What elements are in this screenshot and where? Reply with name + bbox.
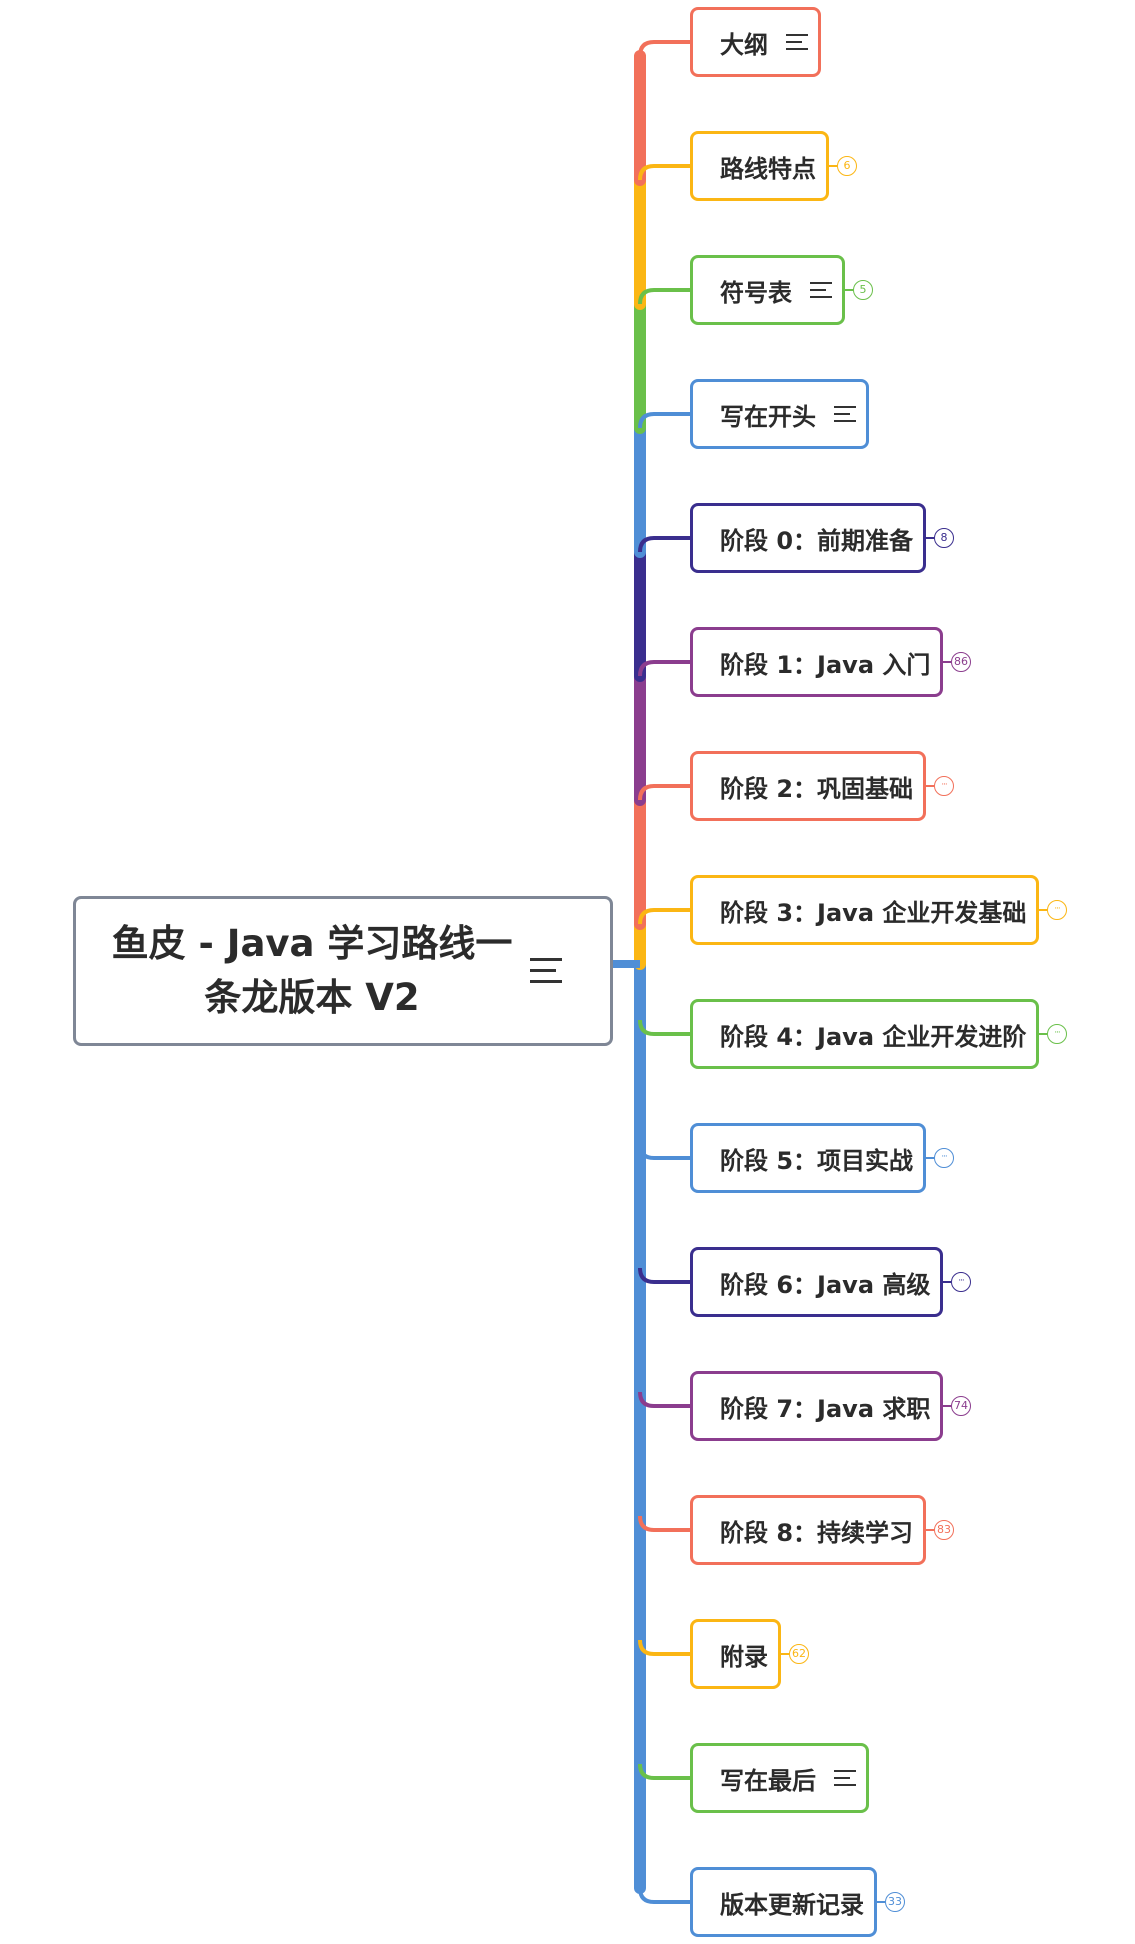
topic-label: 路线特点	[720, 154, 816, 183]
topic-node[interactable]: 写在最后	[690, 1743, 869, 1813]
topic-label: 阶段 7：Java 求职	[720, 1394, 931, 1423]
collapse-count-badge[interactable]: ···	[934, 1148, 954, 1168]
topic-node[interactable]: 阶段 6：Java 高级	[690, 1247, 944, 1317]
topic-node[interactable]: 阶段 0：前期准备	[690, 503, 927, 573]
topic-node[interactable]: 路线特点	[690, 131, 829, 201]
topic-label: 写在最后	[720, 1766, 816, 1795]
branch-connector	[638, 164, 690, 181]
collapse-count-badge[interactable]: 83	[934, 1520, 954, 1540]
topic-label: 阶段 1：Java 入门	[720, 650, 931, 679]
collapse-count-badge[interactable]: 5	[853, 280, 873, 300]
topic-label: 写在开头	[720, 402, 816, 431]
branch-connector	[638, 1515, 690, 1532]
topic-node[interactable]: 版本更新记录	[690, 1867, 877, 1937]
topic-label: 阶段 0：前期准备	[720, 526, 914, 555]
notes-icon[interactable]	[834, 406, 856, 422]
topic-label: 版本更新记录	[720, 1890, 864, 1919]
topic-label: 阶段 3：Java 企业开发基础	[720, 898, 1027, 927]
branch-connector	[638, 1763, 690, 1780]
collapse-count-badge[interactable]: 74	[951, 1396, 971, 1416]
topic-label: 阶段 2：巩固基础	[720, 774, 914, 803]
branch-connector	[638, 536, 690, 553]
collapse-count-badge[interactable]: ···	[1047, 1024, 1067, 1044]
topic-node[interactable]: 写在开头	[690, 379, 869, 449]
topic-node[interactable]: 阶段 1：Java 入门	[690, 627, 944, 697]
branch-connector	[638, 1143, 690, 1160]
topic-node[interactable]: 阶段 4：Java 企业开发进阶	[690, 999, 1040, 1069]
branch-connector	[638, 1639, 690, 1656]
branch-connector	[638, 40, 690, 57]
topic-node[interactable]: 阶段 2：巩固基础	[690, 751, 927, 821]
branch-connector	[638, 1391, 690, 1408]
collapse-count-badge[interactable]: 33	[885, 1892, 905, 1912]
collapse-count-badge[interactable]: 86	[951, 652, 971, 672]
topic-label: 附录	[720, 1642, 768, 1671]
branch-connector	[638, 784, 690, 801]
collapse-count-badge[interactable]: 8	[934, 528, 954, 548]
branch-connector	[638, 288, 690, 305]
notes-icon[interactable]	[530, 958, 562, 984]
collapse-count-badge[interactable]: ···	[1047, 900, 1067, 920]
topic-node[interactable]: 阶段 7：Java 求职	[690, 1371, 944, 1441]
collapse-count-badge[interactable]: ···	[934, 776, 954, 796]
collapse-count-badge[interactable]: 6	[837, 156, 857, 176]
topic-node[interactable]: 阶段 5：项目实战	[690, 1123, 927, 1193]
topic-node[interactable]: 大纲	[690, 7, 821, 77]
topic-node[interactable]: 符号表	[690, 255, 845, 325]
topic-label: 大纲	[720, 30, 768, 59]
root-topic[interactable]: 鱼皮 - Java 学习路线一条龙版本 V2	[73, 896, 613, 1046]
collapse-count-badge[interactable]: ···	[951, 1272, 971, 1292]
branch-connector	[638, 412, 690, 429]
branch-connector	[638, 908, 690, 925]
collapse-count-badge[interactable]: 62	[789, 1644, 809, 1664]
topic-node[interactable]: 阶段 3：Java 企业开发基础	[690, 875, 1040, 945]
topic-node[interactable]: 阶段 8：持续学习	[690, 1495, 927, 1565]
notes-icon[interactable]	[786, 34, 808, 50]
branch-connector	[638, 1267, 690, 1284]
notes-icon[interactable]	[810, 282, 832, 298]
topic-label: 阶段 4：Java 企业开发进阶	[720, 1022, 1027, 1051]
topic-label: 阶段 6：Java 高级	[720, 1270, 931, 1299]
topic-label: 阶段 8：持续学习	[720, 1518, 914, 1547]
branch-connector	[638, 1019, 690, 1036]
topic-label: 阶段 5：项目实战	[720, 1146, 914, 1175]
notes-icon[interactable]	[834, 1770, 856, 1786]
topic-label: 符号表	[720, 278, 792, 307]
root-title: 鱼皮 - Java 学习路线一条龙版本 V2	[111, 922, 513, 1019]
branch-connector	[638, 1887, 690, 1904]
topic-node[interactable]: 附录	[690, 1619, 781, 1689]
branch-connector	[638, 660, 690, 677]
